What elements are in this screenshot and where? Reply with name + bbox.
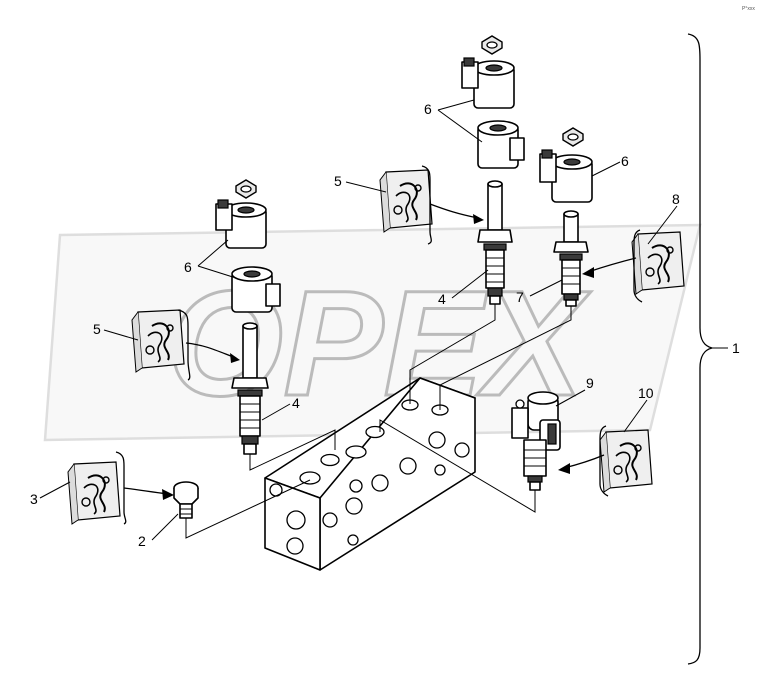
callout-assembly: 1 xyxy=(732,340,740,356)
proportional-valve xyxy=(379,391,561,513)
assembly-brace xyxy=(687,33,713,665)
callout-coil-mid: 6 xyxy=(424,101,432,117)
callout-coil-left: 6 xyxy=(184,259,192,275)
sealant-tube-mid xyxy=(379,165,484,245)
callout-cartridge-right: 7 xyxy=(516,289,524,305)
plug xyxy=(173,479,311,539)
callouts: 1 2 3 4 4 5 5 6 6 6 7 8 9 10 xyxy=(30,101,740,549)
middle-valve-stack xyxy=(409,35,525,404)
valve-block xyxy=(264,377,476,571)
callout-sealant-valve: 10 xyxy=(638,385,654,401)
sealant-tube-valve xyxy=(558,425,653,497)
sealant-tube-left xyxy=(131,309,240,381)
leader-lines xyxy=(39,99,678,541)
corner-mark: P°xxx xyxy=(742,6,755,12)
callout-cartridge-mid: 4 xyxy=(438,291,446,307)
callout-plug: 2 xyxy=(138,533,146,549)
callout-proportional-valve: 9 xyxy=(586,375,594,391)
sealant-tube-plug xyxy=(67,451,174,525)
callout-sealant-mid: 5 xyxy=(334,173,342,189)
callout-cartridge-left: 4 xyxy=(292,395,300,411)
callout-sealant-right: 8 xyxy=(672,191,680,207)
right-valve-stack xyxy=(439,127,593,410)
left-valve-stack xyxy=(215,179,336,471)
sealant-tube-right xyxy=(582,229,685,303)
callout-sealant-left: 5 xyxy=(93,321,101,337)
callout-sealant-plug: 3 xyxy=(30,491,38,507)
callout-coil-right: 6 xyxy=(621,153,629,169)
